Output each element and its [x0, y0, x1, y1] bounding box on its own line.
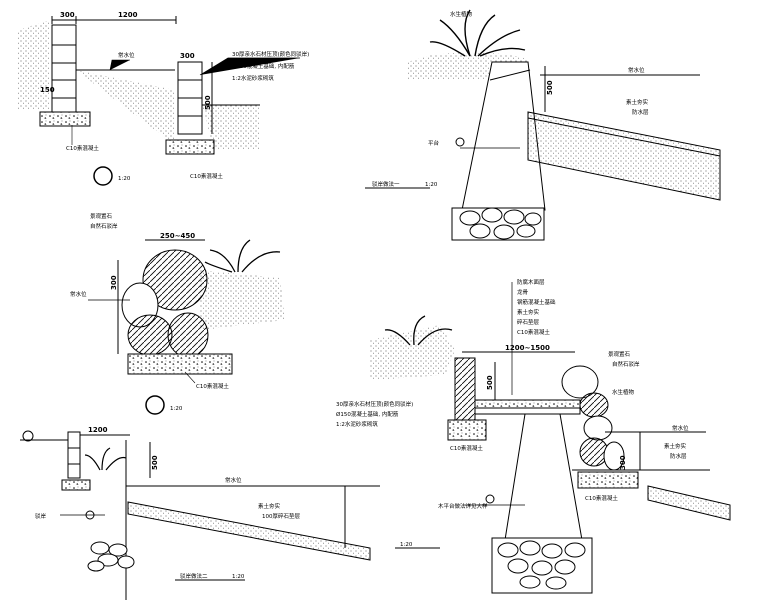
label-concrete-e: C10素混凝土 — [450, 444, 483, 452]
dim-1200-d: 1200 — [88, 426, 108, 434]
dim-300: 300 — [60, 11, 75, 19]
wall-base-left — [39, 111, 91, 127]
dim-150: 150 — [40, 86, 55, 94]
label-water-e: 常水位 — [672, 424, 689, 432]
dim-1200: 1200 — [118, 11, 138, 19]
label-water-c: 常水位 — [70, 290, 87, 298]
small-wall — [67, 431, 81, 479]
scale-a: 1:20 — [118, 176, 131, 182]
label-water-level-b: 常水位 — [628, 66, 645, 74]
dim-500: 500 — [204, 95, 212, 110]
dim-section-b: 500 — [546, 80, 554, 95]
section-marker-a — [93, 166, 113, 186]
note-wall-spec-a: 30厚亲水石材压顶(颜色同驳岸) — [232, 50, 309, 58]
dim-1200-1500: 1200~1500 — [505, 344, 550, 352]
label-plant: 水生植物 — [450, 10, 473, 18]
title-section-d: 驳岸做法二 — [180, 572, 208, 580]
shrub-deck — [384, 315, 453, 346]
deck-note-3: 钢筋混凝土基础 — [517, 298, 556, 306]
rubble-low — [87, 541, 135, 572]
dim-300-e: 300 — [619, 455, 627, 470]
label-water-level: 常水位 — [118, 51, 135, 59]
shrub-mid — [204, 239, 281, 273]
rubble-deck — [491, 537, 593, 594]
label-deck-mark: 木平台做法详见大样 — [438, 502, 488, 510]
section-boulder-bank: 景观置石 自然石驳岸 250~450 300 常水位 C10素混凝土 1:20 — [70, 213, 285, 415]
deck-note-6: C10素混凝土 — [517, 328, 550, 336]
label-stone-a: 景观置石 — [90, 213, 113, 220]
shrub-top — [429, 9, 526, 57]
deck-notes: 防腐木面层 龙骨 钢筋混凝土基础 素土夯实 碎石垫层 C10素混凝土 — [511, 278, 556, 395]
dim-300-c: 300 — [110, 275, 118, 290]
deck-note-1: 防腐木面层 — [517, 278, 545, 286]
scale-d: 1:20 — [232, 574, 245, 580]
label-bank-mark: 驳岸 — [35, 512, 47, 520]
boulders — [121, 249, 209, 358]
section-slope-bank: 1200 500 常水位 素土夯实 100厚碎石垫层 驳岸 驳岸做法二 1:20 — [20, 426, 380, 600]
dim-300-b: 300 — [180, 52, 195, 60]
title-section-b: 驳岸做法一 — [372, 180, 400, 188]
section-bank-pile: 水生植物 500 常水位 素土夯实 防水层 平台 驳岸做法一 1:20 — [365, 9, 721, 241]
deck-spec-c: 1:2水泥砂浆砌筑 — [336, 420, 378, 428]
note-wall-spec-b: Ø150混凝土基础, 内配筋 — [232, 62, 295, 70]
deck-note-5: 碎石垫层 — [517, 318, 540, 326]
shrub-low — [84, 447, 127, 471]
label-plant-e: 水生植物 — [612, 388, 635, 396]
label-slope-d2: 100厚碎石垫层 — [262, 512, 300, 520]
scale-c: 1:20 — [170, 406, 183, 412]
label-slope-a: 素土夯实 — [626, 98, 649, 106]
stone-wall-right — [177, 61, 203, 135]
dim-250-450: 250~450 — [160, 232, 195, 240]
label-concrete-base-2: C10素混凝土 — [190, 172, 223, 180]
deck-spec-b: Ø150混凝土基础, 内配筋 — [336, 410, 399, 418]
label-water-d: 常水位 — [225, 476, 242, 484]
rubble-base — [451, 207, 545, 241]
deck-note-2: 龙骨 — [517, 288, 529, 296]
dim-500-d: 500 — [151, 455, 159, 470]
label-concrete-base: C10素混凝土 — [66, 144, 99, 152]
section-marker-c — [145, 395, 165, 415]
label-concrete-e2: C10素混凝土 — [585, 494, 618, 502]
label-slope-d1: 素土夯实 — [258, 502, 281, 510]
deck-note-4: 素土夯实 — [517, 308, 540, 316]
label-stone-b: 自然石驳岸 — [90, 222, 118, 230]
label-slope-e1: 素土夯实 — [664, 442, 687, 450]
stone-wall-left — [51, 24, 77, 113]
scale-e: 1:20 — [400, 542, 413, 548]
note-wall-spec-c: 1:2水泥砂浆砌筑 — [232, 74, 274, 82]
label-stone-e2: 自然石驳岸 — [612, 360, 640, 368]
label-concrete-c: C10素混凝土 — [196, 382, 229, 390]
label-pile-mark: 平台 — [428, 139, 440, 147]
scale-b: 1:20 — [425, 182, 438, 188]
wall-base-right — [165, 139, 215, 155]
section-deck-bank: 防腐木面层 龙骨 钢筋混凝土基础 素土夯实 碎石垫层 C10素混凝土 1200~… — [336, 278, 731, 594]
label-stone-e1: 景观置石 — [608, 351, 631, 358]
section-wall-detail: 300 1200 300 150 500 30厚亲水石材压顶(颜色同驳岸) Ø1… — [18, 11, 309, 186]
boulder-base — [127, 353, 233, 375]
boulders-deck — [561, 365, 625, 471]
deck-spec-a: 30厚亲水石材压顶(颜色同驳岸) — [336, 400, 413, 408]
dim-500-e: 500 — [486, 375, 494, 390]
label-slope-e2: 防水层 — [670, 452, 687, 460]
label-slope-b: 防水层 — [632, 108, 649, 116]
